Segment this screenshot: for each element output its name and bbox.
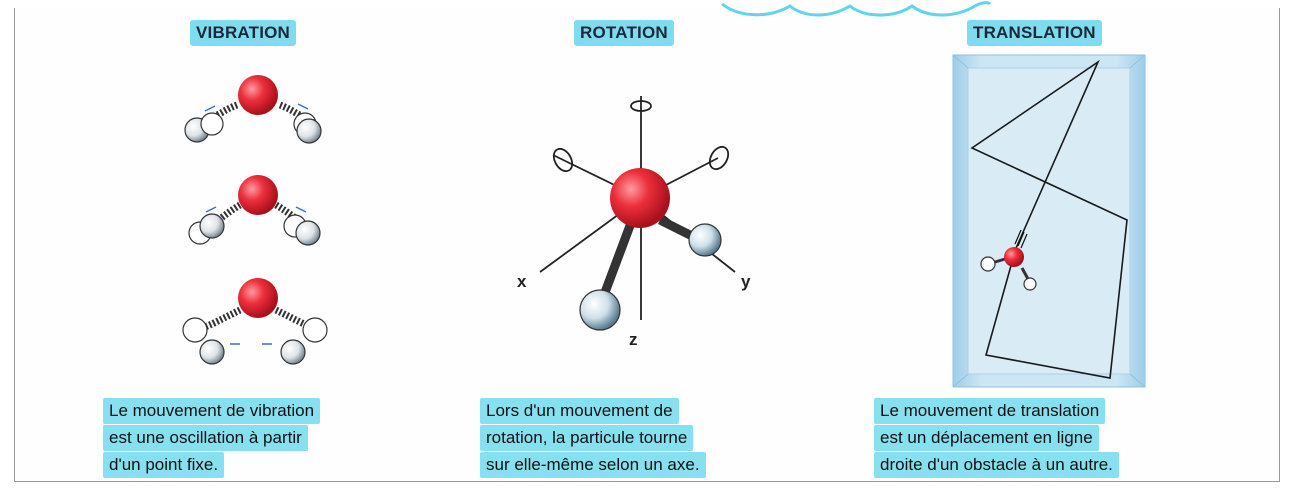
translation-caption: Le mouvement de translation est un dépla… <box>874 398 1119 479</box>
rotation-caption: Lors d'un mouvement de rotation, la part… <box>480 398 706 479</box>
vibration-caption: Le mouvement de vibration est une oscill… <box>103 398 321 479</box>
rotation-caption-line-3: sur elle-même selon un axe. <box>480 452 706 478</box>
translation-caption-line-3: droite d'un obstacle à un autre. <box>874 452 1119 478</box>
translation-caption-line-2: est un déplacement en ligne <box>874 425 1099 451</box>
axis-label-x: x <box>517 272 527 291</box>
vibration-caption-line-2: est une oscillation à partir <box>103 425 308 451</box>
translation-title: TRANSLATION <box>967 20 1102 46</box>
rotation-caption-line-2: rotation, la particule tourne <box>480 425 694 451</box>
wave-decoration <box>721 1 992 17</box>
rotation-caption-line-1: Lors d'un mouvement de <box>480 398 679 424</box>
axis-label-y: y <box>741 272 751 291</box>
water-molecule-2 <box>188 175 321 246</box>
water-molecule-1 <box>184 75 322 144</box>
vibration-caption-line-1: Le mouvement de vibration <box>103 398 321 424</box>
vibration-title: VIBRATION <box>190 20 297 46</box>
rotation-title: ROTATION <box>574 20 674 46</box>
axis-label-z: z <box>629 330 638 349</box>
water-molecule-3 <box>182 278 328 365</box>
translation-caption-line-1: Le mouvement de translation <box>874 398 1106 424</box>
vibration-caption-line-3: d'un point fixe. <box>103 452 225 478</box>
